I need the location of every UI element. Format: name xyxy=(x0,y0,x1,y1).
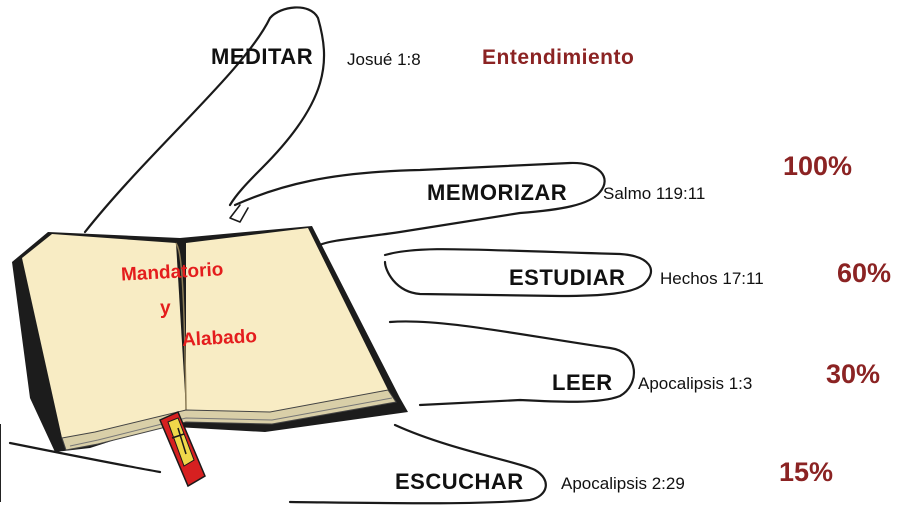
little-finger-outline xyxy=(288,423,547,505)
book-text-alabado: Alabado xyxy=(181,326,258,351)
ring-finger-outline xyxy=(388,320,635,407)
finger-label-leer: LEER xyxy=(552,370,613,395)
left-edge-line xyxy=(0,424,1,502)
finger-label-meditar: MEDITAR xyxy=(211,44,314,69)
verse-ref-memorizar: Salmo 119:11 xyxy=(603,184,706,203)
index-finger-outline xyxy=(233,161,606,247)
percentage-30: 30% xyxy=(826,359,881,389)
percentage-60: 60% xyxy=(837,258,892,288)
finger-label-escuchar: ESCUCHAR xyxy=(395,469,524,494)
verse-ref-leer: Apocalipsis 1:3 xyxy=(638,374,753,393)
verse-ref-escuchar: Apocalipsis 2:29 xyxy=(561,474,685,493)
verse-ref-estudiar: Hechos 17:11 xyxy=(660,269,764,288)
middle-finger-outline xyxy=(383,248,653,298)
percentage-100: 100% xyxy=(783,151,853,181)
bible-book xyxy=(12,226,408,452)
bookmark-ribbon xyxy=(159,411,206,488)
percentage-15: 15% xyxy=(779,457,834,487)
result-entendimiento: Entendimiento xyxy=(482,46,635,69)
finger-label-memorizar: MEMORIZAR xyxy=(427,180,568,205)
palm-outline xyxy=(8,441,162,474)
thumb-outline xyxy=(83,6,326,234)
finger-label-estudiar: ESTUDIAR xyxy=(509,265,626,290)
book-text-y: y xyxy=(160,298,171,319)
verse-ref-meditar: Josué 1:8 xyxy=(347,50,421,69)
